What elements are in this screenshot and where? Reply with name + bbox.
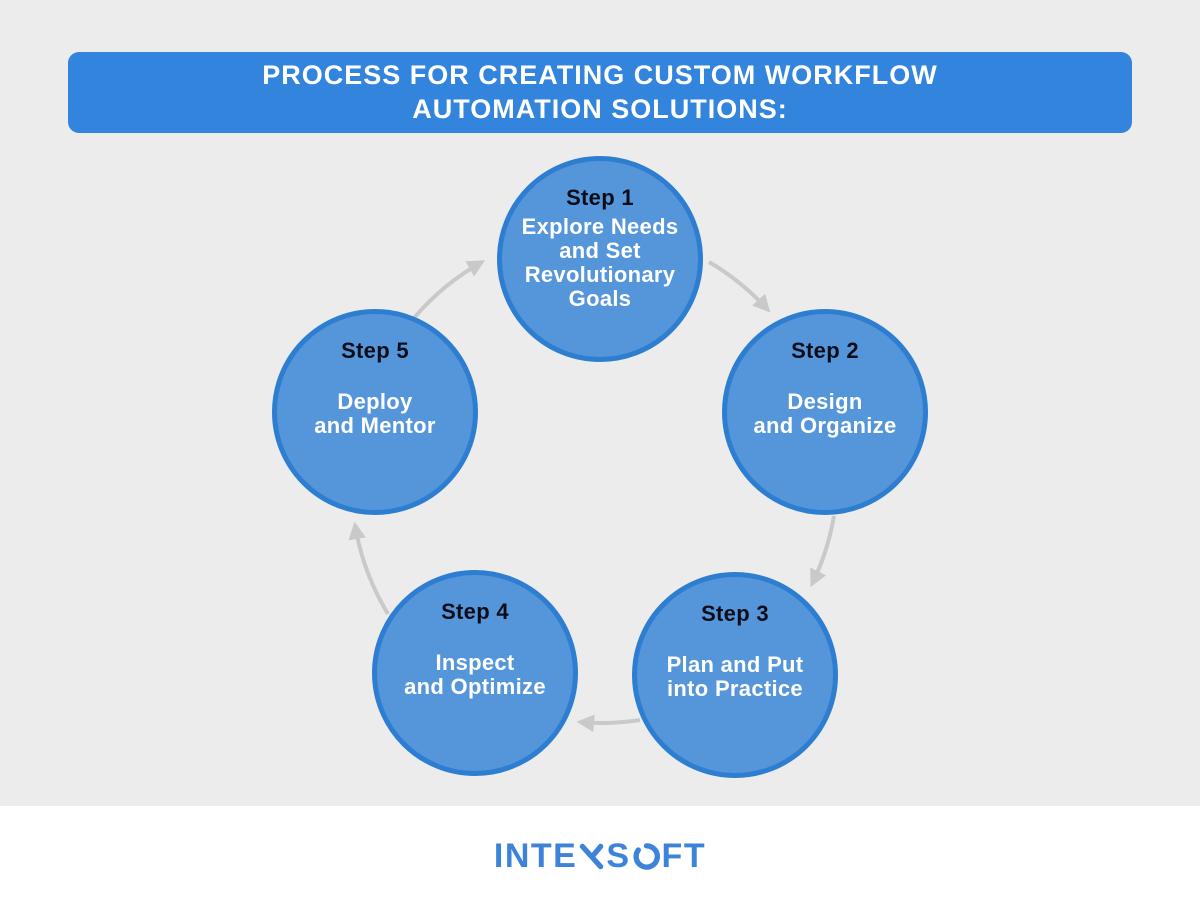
step-circle-2: Step 2 Design and Organize	[722, 309, 928, 515]
step-4-title: Inspect and Optimize	[404, 649, 546, 699]
step-3-number: Step 3	[701, 601, 769, 626]
step-1-title: Explore Needs and Set Revolutionary Goal…	[521, 213, 679, 311]
step-circle-3: Step 3 Plan and Put into Practice	[632, 572, 838, 778]
step-2-number: Step 2	[791, 338, 859, 363]
footer: INTE S FT	[0, 806, 1200, 906]
arrow-step5-to-step1-icon	[412, 260, 486, 320]
logo-text-inte: INTE	[493, 837, 578, 875]
arrow-step3-to-step4-icon	[576, 714, 641, 732]
title-banner: PROCESS FOR CREATING CUSTOM WORKFLOW AUT…	[68, 52, 1132, 133]
step-circle-4: Step 4 Inspect and Optimize	[372, 570, 578, 776]
logo-letter-x-icon	[580, 843, 604, 869]
logo-text-ft: FT	[661, 837, 707, 875]
intexsoft-logo: INTE S FT	[494, 839, 706, 873]
step-5-title: Deploy and Mentor	[314, 388, 436, 438]
arrow-step2-to-step3-icon	[810, 515, 836, 588]
step-circle-5: Step 5 Deploy and Mentor	[272, 309, 478, 515]
logo-text-s: S	[606, 837, 631, 875]
step-3-title: Plan and Put into Practice	[666, 651, 804, 701]
arrow-step1-to-step2-icon	[707, 260, 771, 313]
step-5-number: Step 5	[341, 338, 409, 363]
step-1-number: Step 1	[566, 185, 634, 210]
logo-letter-o-icon	[633, 842, 660, 870]
step-2-title: Design and Organize	[753, 388, 897, 438]
page-title: PROCESS FOR CREATING CUSTOM WORKFLOW AUT…	[262, 59, 938, 124]
step-4-number: Step 4	[441, 599, 509, 624]
step-circle-1: Step 1 Explore Needs and Set Revolutiona…	[497, 156, 703, 362]
